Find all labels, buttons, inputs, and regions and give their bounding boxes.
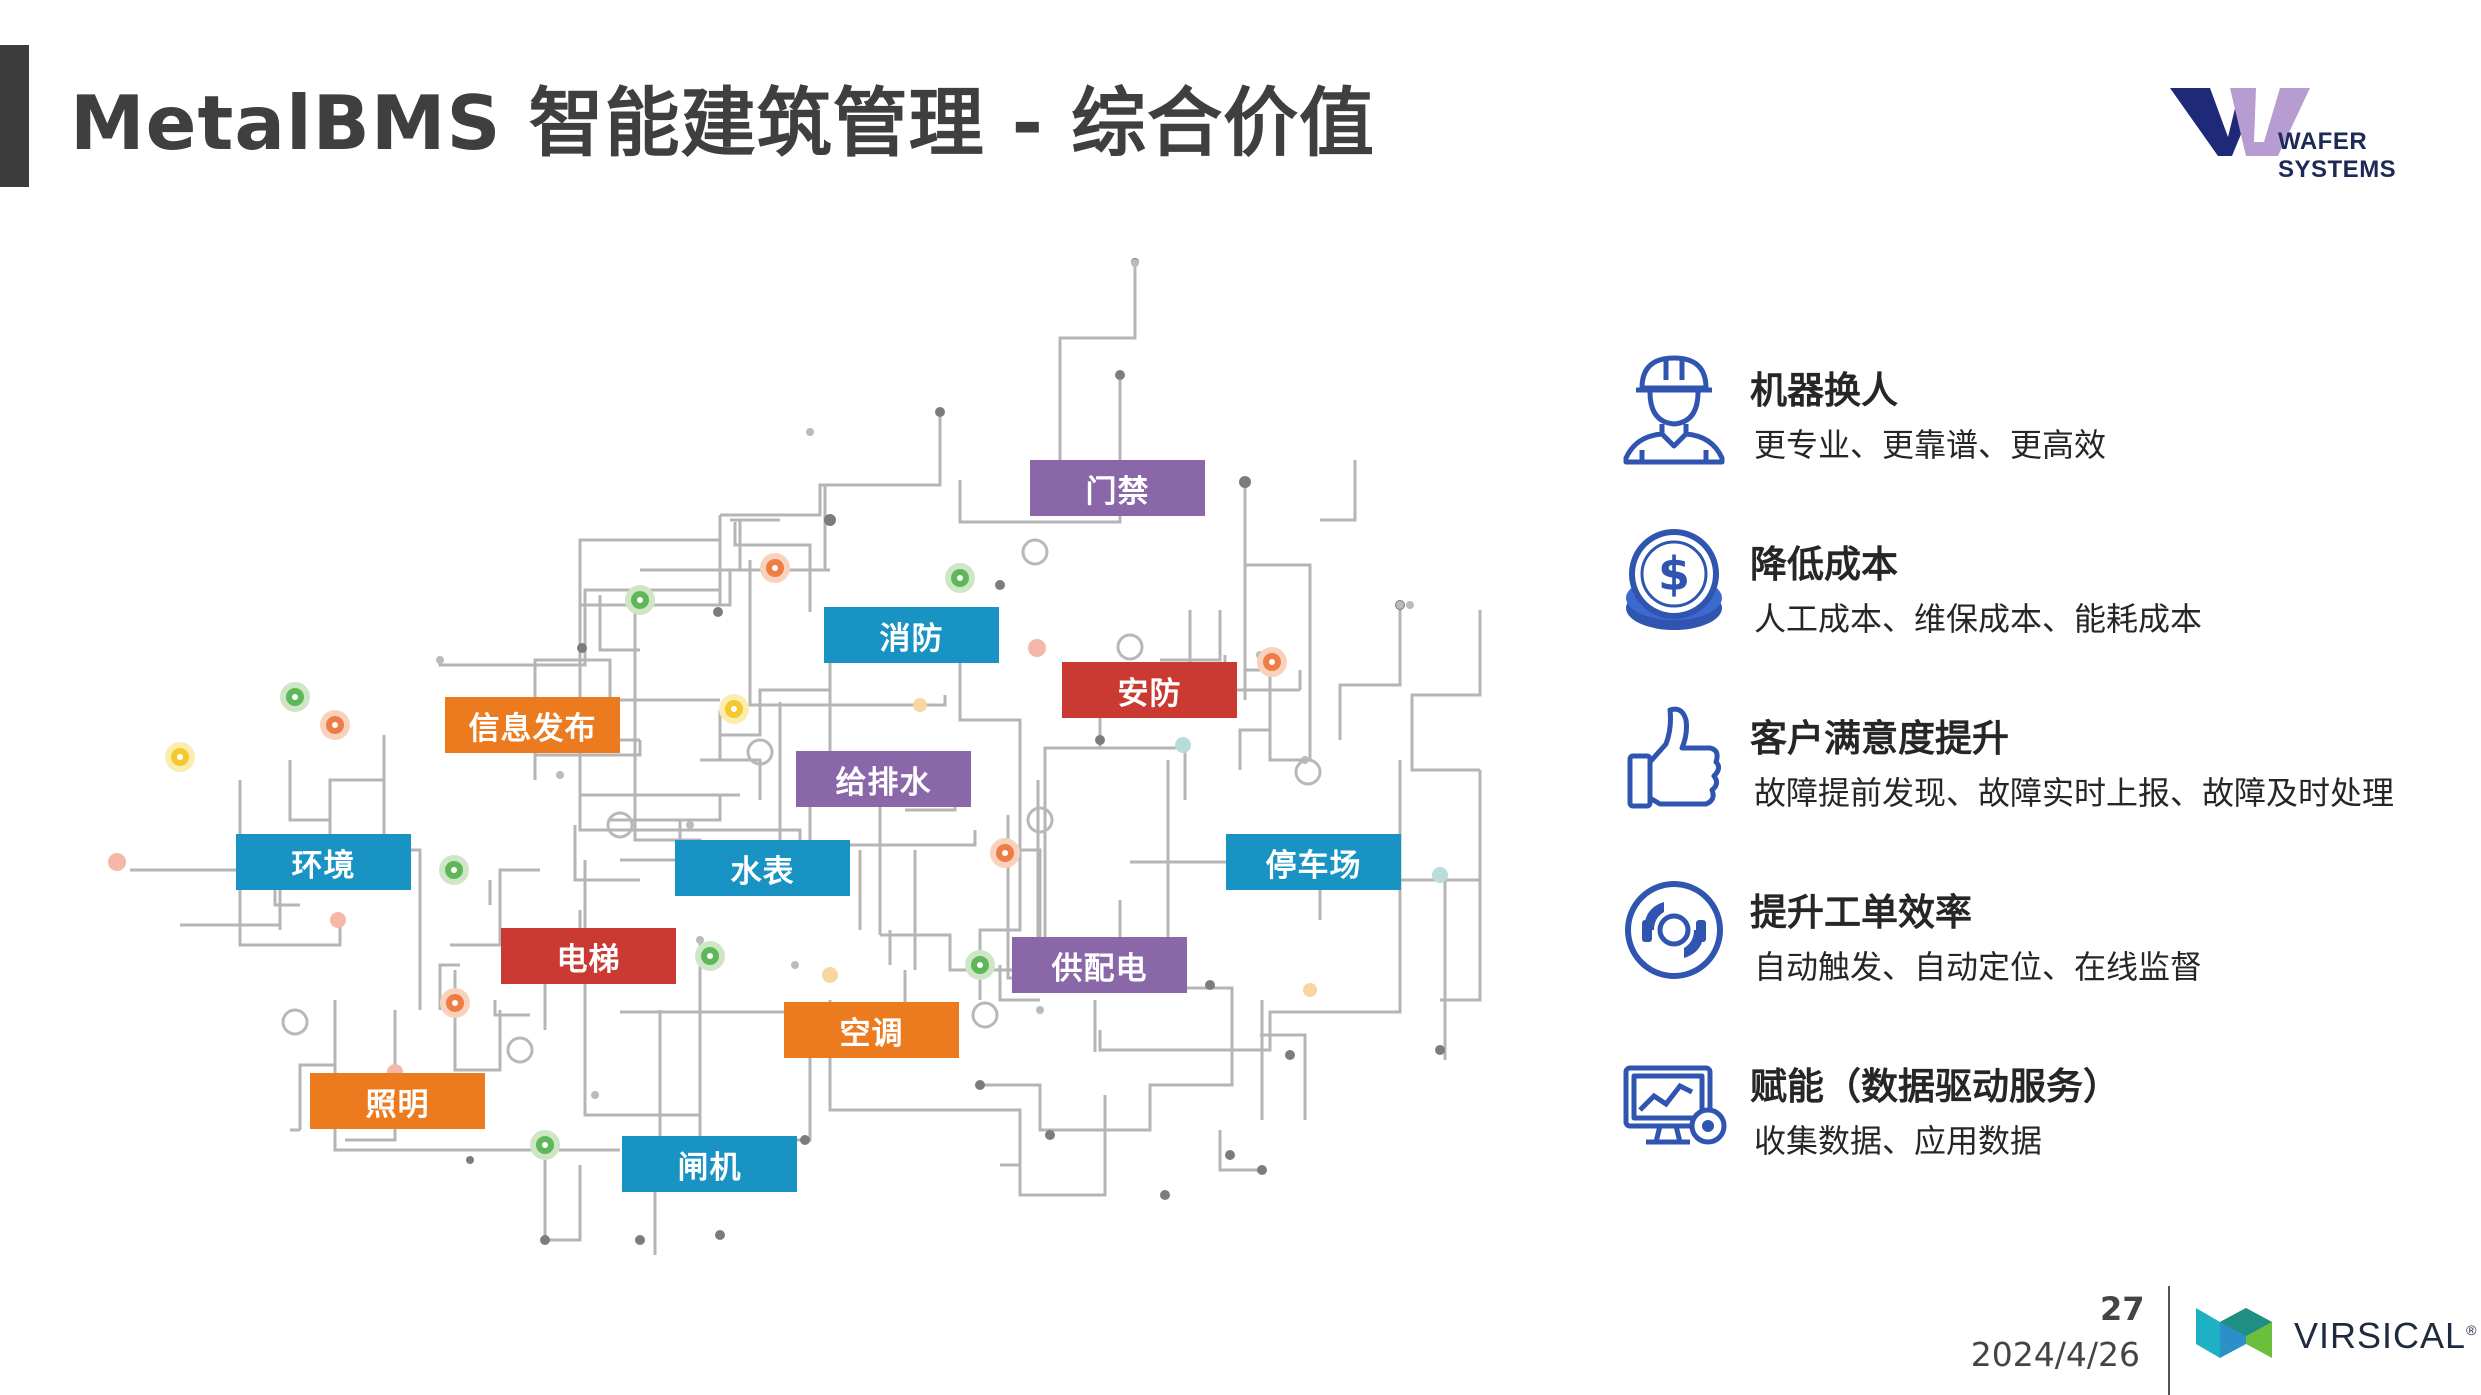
wafer-systems-logo — [2170, 88, 2310, 156]
svg-text:$: $ — [1658, 547, 1690, 601]
value-desc: 更专业、更靠谱、更高效 — [1754, 426, 2107, 464]
page-number: 27 — [2100, 1290, 2145, 1328]
tag-parking: 停车场 — [1226, 834, 1401, 890]
page-date: 2024/4/26 — [1970, 1335, 2140, 1374]
coin-icon: $ — [1626, 529, 1722, 630]
monitor-chart-icon — [1623, 1065, 1727, 1145]
tag-door-access: 门禁 — [1030, 460, 1205, 516]
value-desc: 自动触发、自动定位、在线监督 — [1754, 948, 2203, 986]
wafer-systems-logo-text: WAFER SYSTEMS — [2278, 128, 2397, 183]
tag-environment: 环境 — [236, 834, 411, 890]
efficiency-icon — [1625, 881, 1723, 979]
value-desc: 故障提前发现、故障实时上报、故障及时处理 — [1754, 774, 2395, 812]
tag-security: 安防 — [1062, 662, 1237, 718]
thumbs-up-icon — [1627, 706, 1722, 809]
tag-elevator: 电梯 — [501, 928, 676, 984]
value-item: 客户满意度提升 故障提前发现、故障实时上报、故障及时处理 — [1620, 698, 2440, 838]
footer-divider — [2168, 1286, 2170, 1395]
worker-icon — [1623, 355, 1725, 465]
value-title: 赋能（数据驱动服务） — [1750, 1065, 2120, 1108]
virsical-logo — [2196, 1308, 2272, 1358]
circuit-network — [108, 258, 1482, 1255]
tag-info-publish: 信息发布 — [445, 697, 620, 753]
tag-lighting: 照明 — [310, 1073, 485, 1129]
tag-hvac: 空调 — [784, 1002, 959, 1058]
value-item: 机器换人 更专业、更靠谱、更高效 — [1620, 350, 2440, 490]
value-title: 客户满意度提升 — [1750, 717, 2009, 760]
value-title: 机器换人 — [1750, 369, 1898, 412]
value-title: 降低成本 — [1750, 543, 1898, 586]
title-accent-bar — [0, 45, 29, 187]
page-title: MetalBMS 智能建筑管理 - 综合价值 — [70, 79, 1375, 167]
registered-mark: ® — [2466, 1322, 2478, 1338]
tag-fire-protection: 消防 — [824, 607, 999, 663]
value-desc: 收集数据、应用数据 — [1754, 1122, 2043, 1160]
tag-turnstile: 闸机 — [622, 1136, 797, 1192]
value-desc: 人工成本、维保成本、能耗成本 — [1754, 600, 2203, 638]
virsical-brand-name: VIRSICAL — [2294, 1315, 2467, 1356]
value-item: 提升工单效率 自动触发、自动定位、在线监督 — [1620, 872, 2440, 1012]
value-item: $ 降低成本 人工成本、维保成本、能耗成本 — [1620, 524, 2440, 664]
tag-power-supply: 供配电 — [1012, 937, 1187, 993]
value-item: 赋能（数据驱动服务） 收集数据、应用数据 — [1620, 1046, 2440, 1186]
value-title: 提升工单效率 — [1750, 891, 1972, 934]
tag-water-meter: 水表 — [675, 840, 850, 896]
virsical-brand: VIRSICAL® — [2294, 1315, 2477, 1357]
tag-water-supply: 给排水 — [796, 751, 971, 807]
